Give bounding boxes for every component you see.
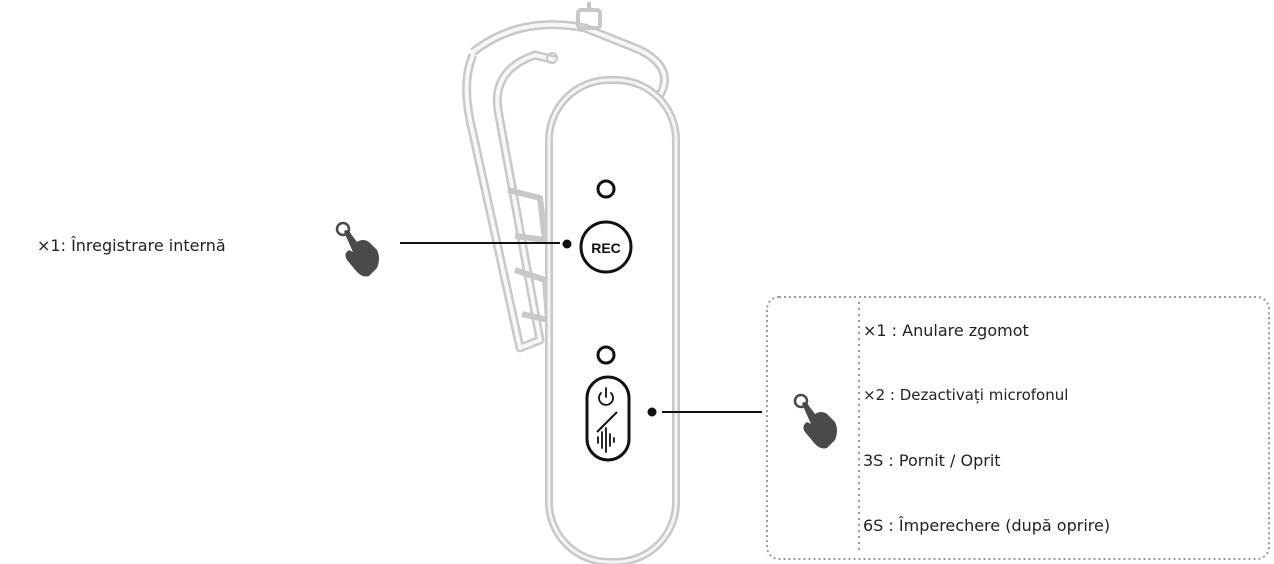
- power-led-indicator-icon: [596, 345, 616, 365]
- power-icon: [598, 387, 614, 406]
- divider-slash: [596, 411, 618, 433]
- rec-action-label: ×1: Înregistrare internă: [37, 236, 226, 255]
- rec-button-label: REC: [591, 240, 621, 256]
- option-noise-cancel: ×1 : Anulare zgomot: [863, 321, 1029, 340]
- option-pairing: 6S : Împerechere (după oprire): [863, 516, 1111, 535]
- option-power-on-off: 3S : Pornit / Oprit: [863, 451, 1001, 470]
- device-body: [545, 76, 680, 564]
- rec-leader-line: [400, 239, 572, 249]
- option-mute-mic: ×2 : Dezactivați microfonul: [863, 386, 1069, 404]
- mute-waveform-icon: [597, 427, 615, 453]
- tap-hand-icon: [335, 221, 379, 277]
- options-dotted-box: [766, 296, 1270, 560]
- power-mute-button[interactable]: [585, 375, 631, 462]
- tap-hand-icon: [793, 393, 837, 449]
- rec-button[interactable]: REC: [579, 220, 633, 274]
- power-leader-line: [647, 407, 762, 417]
- rec-led-indicator-icon: [596, 179, 616, 199]
